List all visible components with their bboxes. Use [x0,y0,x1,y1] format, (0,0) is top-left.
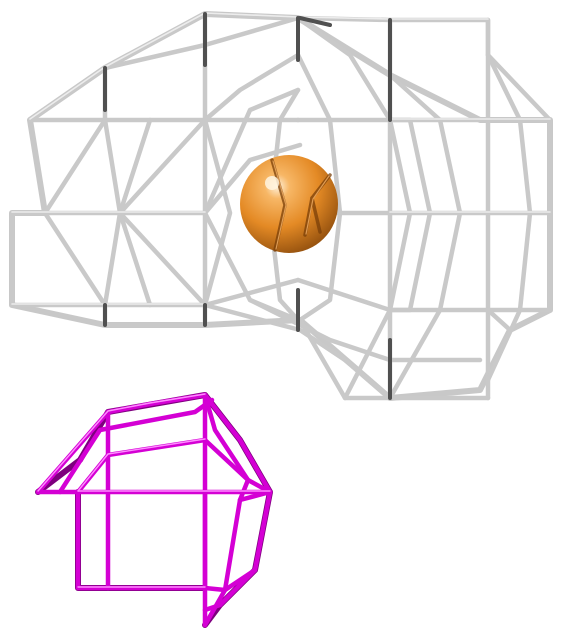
orange-sphere [240,155,338,253]
magenta-wireframe-cage [38,394,270,625]
